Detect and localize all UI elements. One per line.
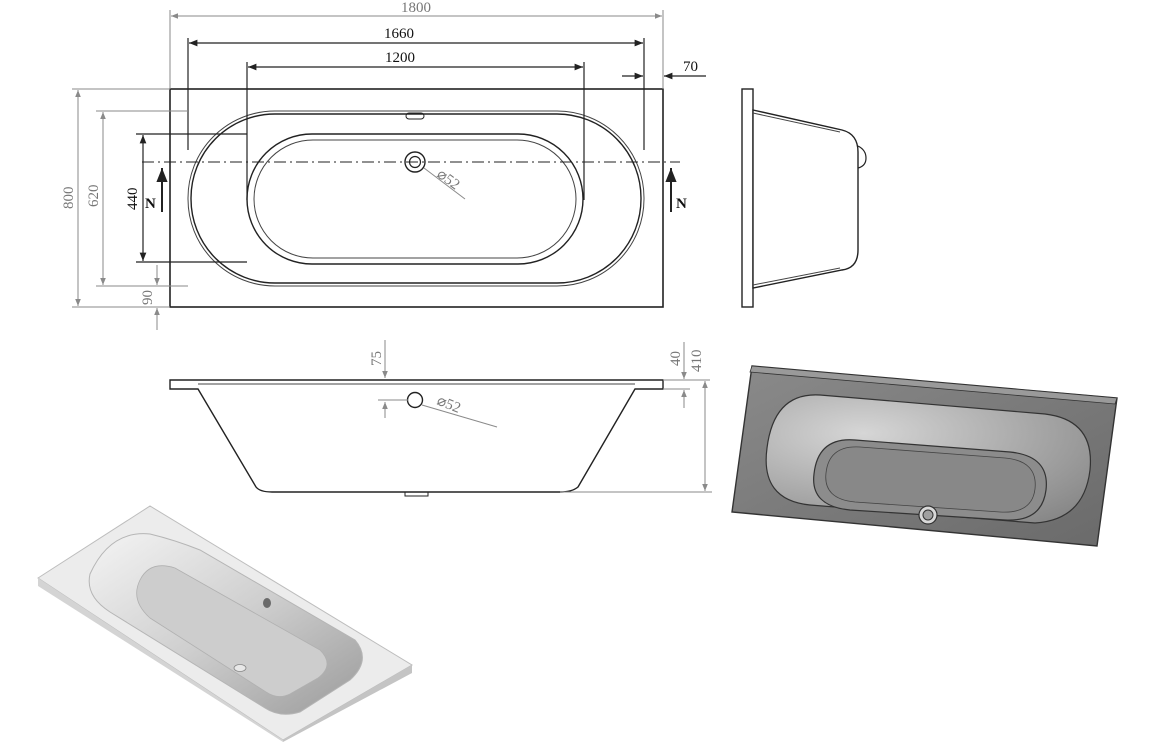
- dim-label-75: 75: [369, 351, 385, 366]
- top-view: ⌀52 N N: [142, 88, 687, 308]
- section-label-right: N: [676, 196, 687, 212]
- top-view-outline: [169, 88, 664, 308]
- length-dimensions: 1800 1660 1200 70: [169, 0, 706, 200]
- top-view-rim: [187, 110, 645, 287]
- side-view: ⌀52 75 40 410: [169, 340, 712, 497]
- dim-label-620: 620: [86, 185, 102, 208]
- top-view-bowl: [190, 113, 642, 284]
- dim-label-440: 440: [125, 188, 141, 211]
- dim-label-1660: 1660: [384, 26, 414, 42]
- end-view: [741, 88, 867, 308]
- perspective-render: [37, 505, 413, 742]
- section-label-left: N: [145, 196, 156, 212]
- overflow-slot: [405, 112, 425, 120]
- top-view-floor-inner: [253, 139, 577, 259]
- dim-label-40: 40: [668, 351, 684, 366]
- width-dimensions: 800 620 440 90: [61, 88, 247, 330]
- end-view-overflow: [857, 145, 867, 169]
- dim-label-70: 70: [683, 59, 698, 75]
- dim-label-800: 800: [61, 187, 77, 210]
- top-render: [731, 365, 1118, 547]
- waste-leader: [423, 167, 466, 200]
- dim-label-90: 90: [140, 290, 156, 305]
- dim-label-1200: 1200: [385, 50, 415, 66]
- dim-label-1800: 1800: [401, 0, 431, 16]
- dim-label-410: 410: [689, 350, 705, 373]
- side-view-overflow: [406, 391, 424, 409]
